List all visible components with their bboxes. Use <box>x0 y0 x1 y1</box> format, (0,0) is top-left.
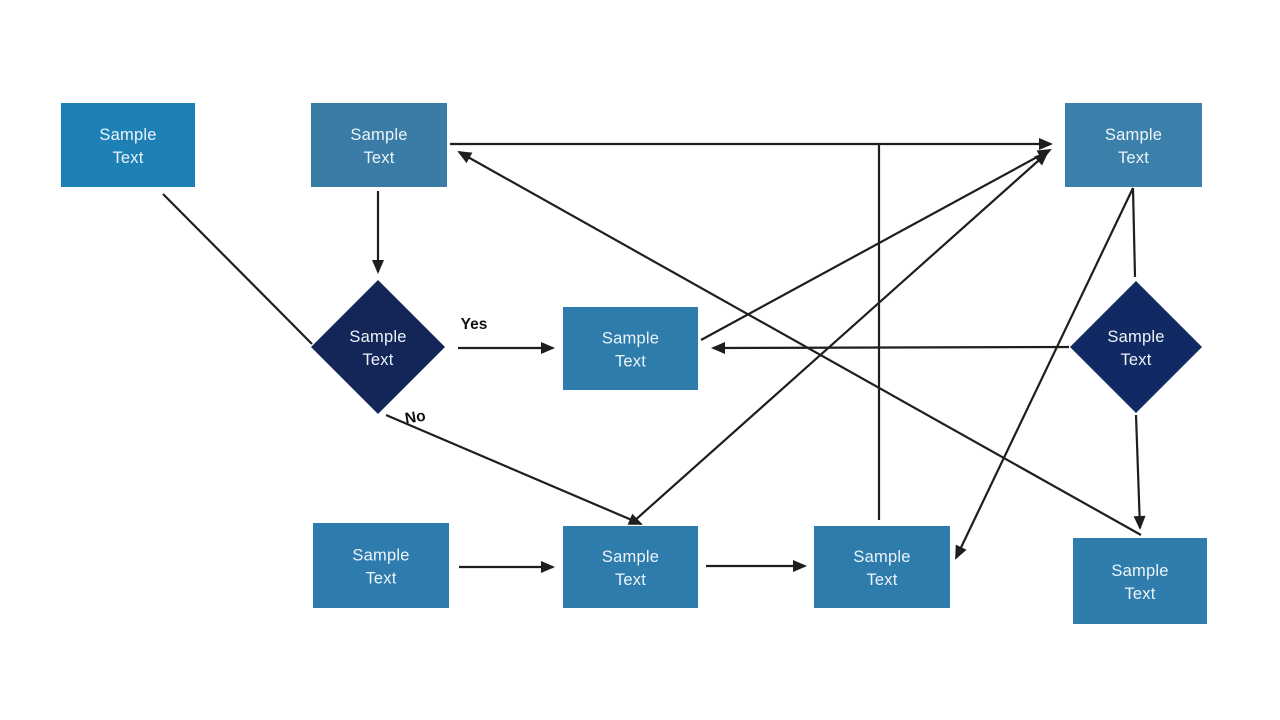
label-yes: Yes <box>461 316 488 333</box>
edge-bottommiddle-to-topright <box>632 151 1049 523</box>
process-top-shape <box>311 103 447 187</box>
process-middle-shape <box>563 307 698 390</box>
process-bottom-middle-shape <box>563 526 698 608</box>
edge-topleft-to-decisionleft <box>162 193 313 345</box>
edge-topright-to-bottomright <box>955 187 1134 560</box>
edge-decisionright-to-middle <box>711 341 1070 354</box>
label-no: No <box>404 408 427 428</box>
process-top-left-shape <box>61 103 195 187</box>
edge-topright-to-decisionright <box>1131 187 1137 278</box>
decision-left-shape <box>311 280 445 414</box>
process-top-right-shape <box>1065 103 1202 187</box>
edge-decisionleft-no-to-bottommiddle <box>385 413 643 526</box>
process-bottom-left-shape <box>313 523 449 608</box>
decision-right-shape <box>1070 281 1202 413</box>
edge-bottomfarright-to-top <box>457 151 1142 536</box>
process-bottom-far-right-shape <box>1073 538 1207 624</box>
process-bottom-right-shape <box>814 526 950 608</box>
edge-layer <box>162 138 1146 573</box>
edge-middle-to-topright <box>700 149 1052 341</box>
edge-decisionright-to-bottomfarright <box>1133 414 1146 530</box>
